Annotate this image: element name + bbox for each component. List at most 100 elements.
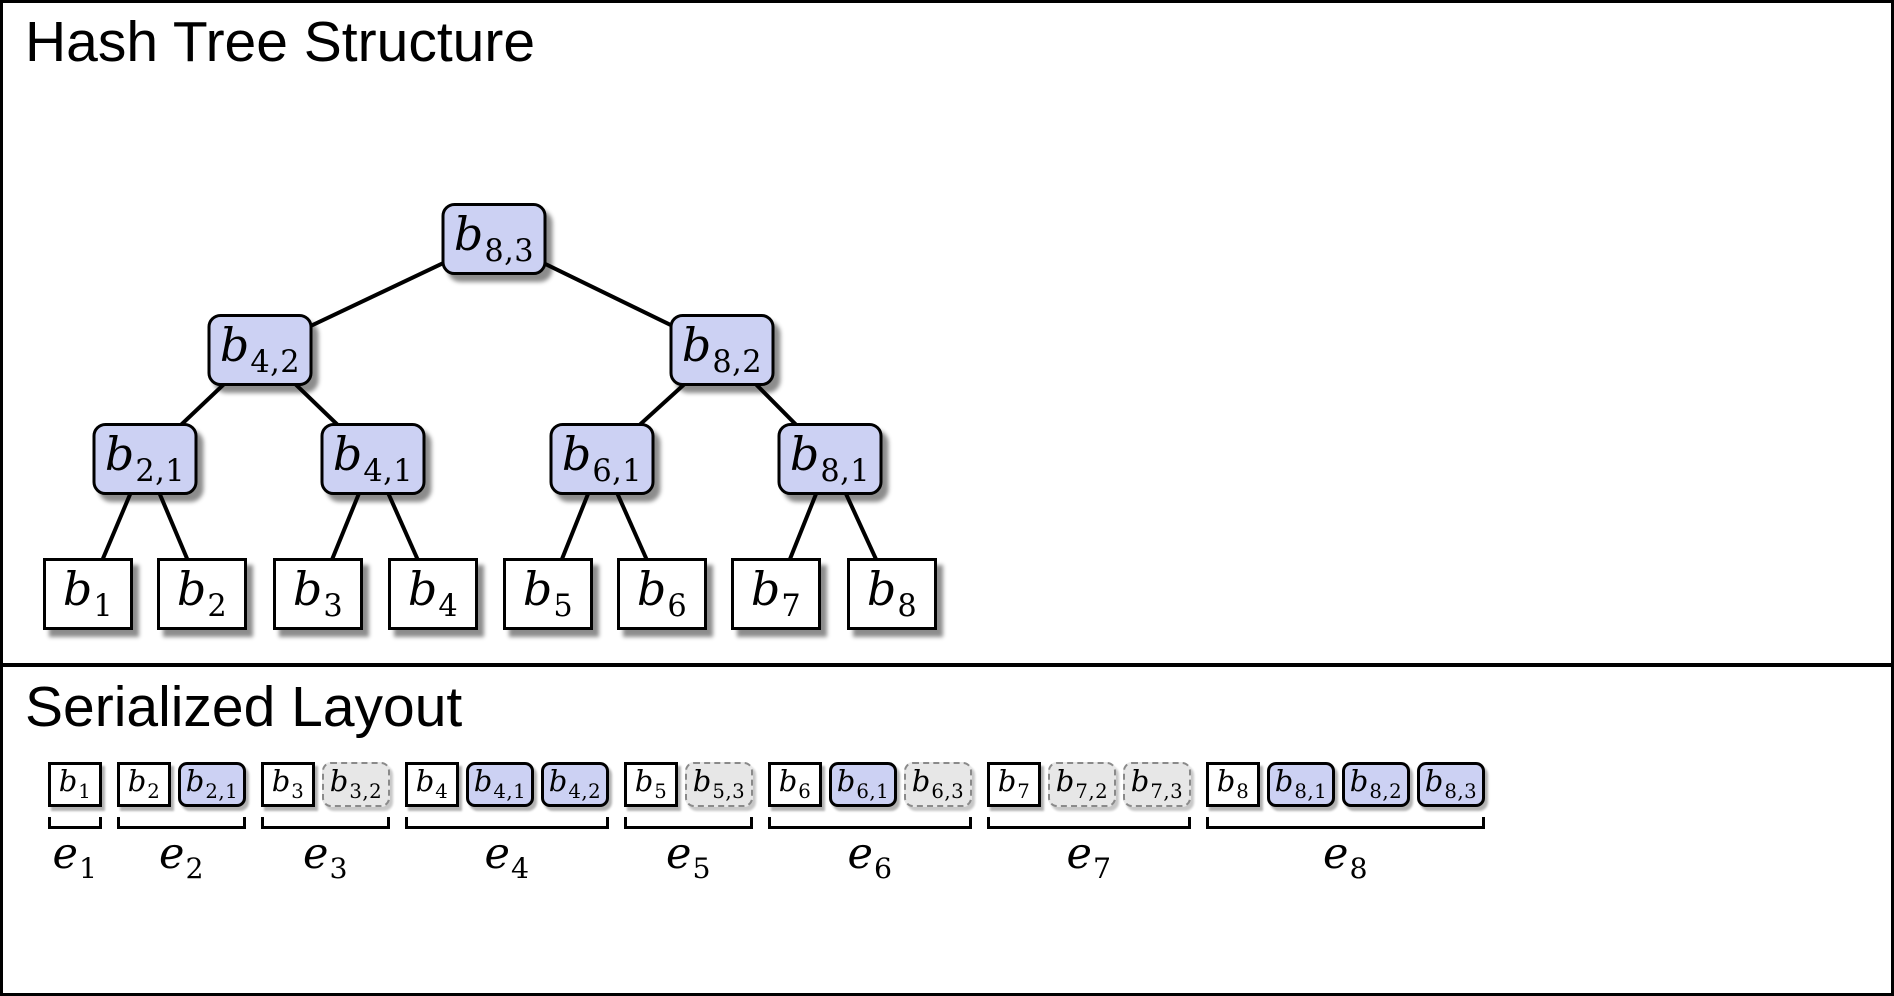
serialized-group-e1: b1 e1 — [48, 762, 102, 883]
serialized-cell-label: b5 — [634, 764, 668, 804]
tree-node-b7: b7 — [731, 558, 821, 630]
extent-label-text: e6 — [847, 829, 893, 885]
tree-node-b4_2: b4,2 — [207, 314, 313, 386]
tree-node-b6: b6 — [617, 558, 707, 630]
serialized-cell-b4: b4 — [405, 762, 459, 807]
serialized-cell-label: b7,2 — [1055, 764, 1109, 804]
serialized-cell-label: b6,3 — [911, 764, 965, 804]
tree-node-b2: b2 — [157, 558, 247, 630]
serialized-cell-label: b8 — [1216, 764, 1250, 804]
extent-label-e3: e3 — [261, 833, 390, 883]
serialized-group-e3: b3 b3,2 e3 — [261, 762, 390, 883]
section-divider — [0, 663, 1894, 667]
serialized-cell-label: b7 — [997, 764, 1031, 804]
serialized-cell-b8_2: b8,2 — [1342, 762, 1410, 807]
serialized-cell-b6_3: b6,3 — [904, 762, 972, 807]
serialized-cell-label: b2,1 — [185, 764, 239, 804]
extent-label-e7: e7 — [987, 833, 1191, 883]
serialized-cell-b2_1: b2,1 — [178, 762, 246, 807]
extent-label-e4: e4 — [405, 833, 609, 883]
tree-node-label-b6: b6 — [636, 562, 688, 624]
extent-label-e8: e8 — [1206, 833, 1485, 883]
serialized-cell-label: b3 — [271, 764, 305, 804]
serialized-cell-label: b4 — [415, 764, 449, 804]
serialized-cells: b6 b6,1 b6,3 — [768, 762, 972, 807]
extent-bracket — [117, 817, 246, 829]
serialized-cell-b2: b2 — [117, 762, 171, 807]
extent-bracket — [987, 817, 1191, 829]
serialized-cell-label: b5,3 — [692, 764, 746, 804]
extent-bracket — [624, 817, 753, 829]
serialized-cells: b4 b4,1 b4,2 — [405, 762, 609, 807]
extent-bracket — [48, 817, 102, 829]
extent-bracket — [261, 817, 390, 829]
serialized-cell-label: b6,1 — [836, 764, 890, 804]
serialized-cell-b8_1: b8,1 — [1267, 762, 1335, 807]
tree-node-label-b2: b2 — [176, 562, 228, 624]
serialized-cell-label: b8,2 — [1349, 764, 1403, 804]
serialized-cell-label: b6 — [778, 764, 812, 804]
serialized-cell-b3_2: b3,2 — [322, 762, 390, 807]
serialized-cell-label: b3,2 — [329, 764, 383, 804]
serialized-cell-b4_1: b4,1 — [466, 762, 534, 807]
extent-label-text: e2 — [158, 829, 204, 885]
serialized-cell-label: b1 — [58, 764, 92, 804]
extent-bracket — [1206, 817, 1485, 829]
extent-label-text: e8 — [1322, 829, 1368, 885]
hash-tree-title: Hash Tree Structure — [25, 10, 536, 74]
extent-label-text: e5 — [665, 829, 711, 885]
tree-node-b4_1: b4,1 — [320, 423, 426, 495]
serialized-group-e2: b2 b2,1 e2 — [117, 762, 246, 883]
serialized-cell-b1: b1 — [48, 762, 102, 807]
tree-node-label-b8_2: b8,2 — [681, 318, 763, 380]
serialized-group-e8: b8 b8,1 b8,2 b8,3 e8 — [1206, 762, 1485, 883]
tree-node-b8: b8 — [847, 558, 937, 630]
tree-node-b8_3: b8,3 — [441, 203, 547, 275]
serialized-cell-b8_3: b8,3 — [1417, 762, 1485, 807]
extent-label-e6: e6 — [768, 833, 972, 883]
tree-node-label-b6_1: b6,1 — [561, 427, 643, 489]
serialized-cell-b4_2: b4,2 — [541, 762, 609, 807]
tree-node-b8_2: b8,2 — [669, 314, 775, 386]
tree-node-label-b4_2: b4,2 — [219, 318, 301, 380]
serialized-group-e6: b6 b6,1 b6,3 e6 — [768, 762, 972, 883]
serialized-cell-b3: b3 — [261, 762, 315, 807]
serialized-cell-label: b4,2 — [548, 764, 602, 804]
serialized-cell-b6_1: b6,1 — [829, 762, 897, 807]
serialized-cell-b6: b6 — [768, 762, 822, 807]
serialized-cell-label: b8,3 — [1424, 764, 1478, 804]
tree-node-label-b8_1: b8,1 — [789, 427, 871, 489]
serialized-group-e5: b5 b5,3 e5 — [624, 762, 753, 883]
tree-node-b2_1: b2,1 — [92, 423, 198, 495]
tree-node-label-b7: b7 — [750, 562, 802, 624]
serialized-cell-label: b8,1 — [1274, 764, 1328, 804]
serialized-cell-label: b2 — [127, 764, 161, 804]
tree-node-b5: b5 — [503, 558, 593, 630]
serialized-cell-label: b4,1 — [473, 764, 527, 804]
tree-node-label-b2_1: b2,1 — [104, 427, 186, 489]
serialized-cell-b7: b7 — [987, 762, 1041, 807]
serialized-cells: b8 b8,1 b8,2 b8,3 — [1206, 762, 1485, 807]
serialized-cell-b7_2: b7,2 — [1048, 762, 1116, 807]
tree-node-label-b4: b4 — [407, 562, 459, 624]
serialized-cells: b5 b5,3 — [624, 762, 753, 807]
serialized-cell-b5: b5 — [624, 762, 678, 807]
extent-label-text: e7 — [1066, 829, 1112, 885]
serialized-cell-b5_3: b5,3 — [685, 762, 753, 807]
tree-node-b1: b1 — [43, 558, 133, 630]
extent-label-e2: e2 — [117, 833, 246, 883]
serialized-cells: b2 b2,1 — [117, 762, 246, 807]
extent-bracket — [405, 817, 609, 829]
tree-node-b6_1: b6,1 — [549, 423, 655, 495]
extent-label-text: e4 — [484, 829, 530, 885]
serialized-title: Serialized Layout — [25, 675, 463, 739]
tree-node-b8_1: b8,1 — [777, 423, 883, 495]
serialized-row: b1 e1 b2 b2,1 e2 b3 b3,2 e3 b4 b4,1 b4,2 e4 b5 b5,3 e5… — [48, 762, 1485, 883]
tree-node-b3: b3 — [273, 558, 363, 630]
tree-node-label-b4_1: b4,1 — [332, 427, 414, 489]
tree-node-label-b3: b3 — [292, 562, 344, 624]
tree-node-label-b1: b1 — [62, 562, 114, 624]
extent-label-e1: e1 — [48, 833, 102, 883]
